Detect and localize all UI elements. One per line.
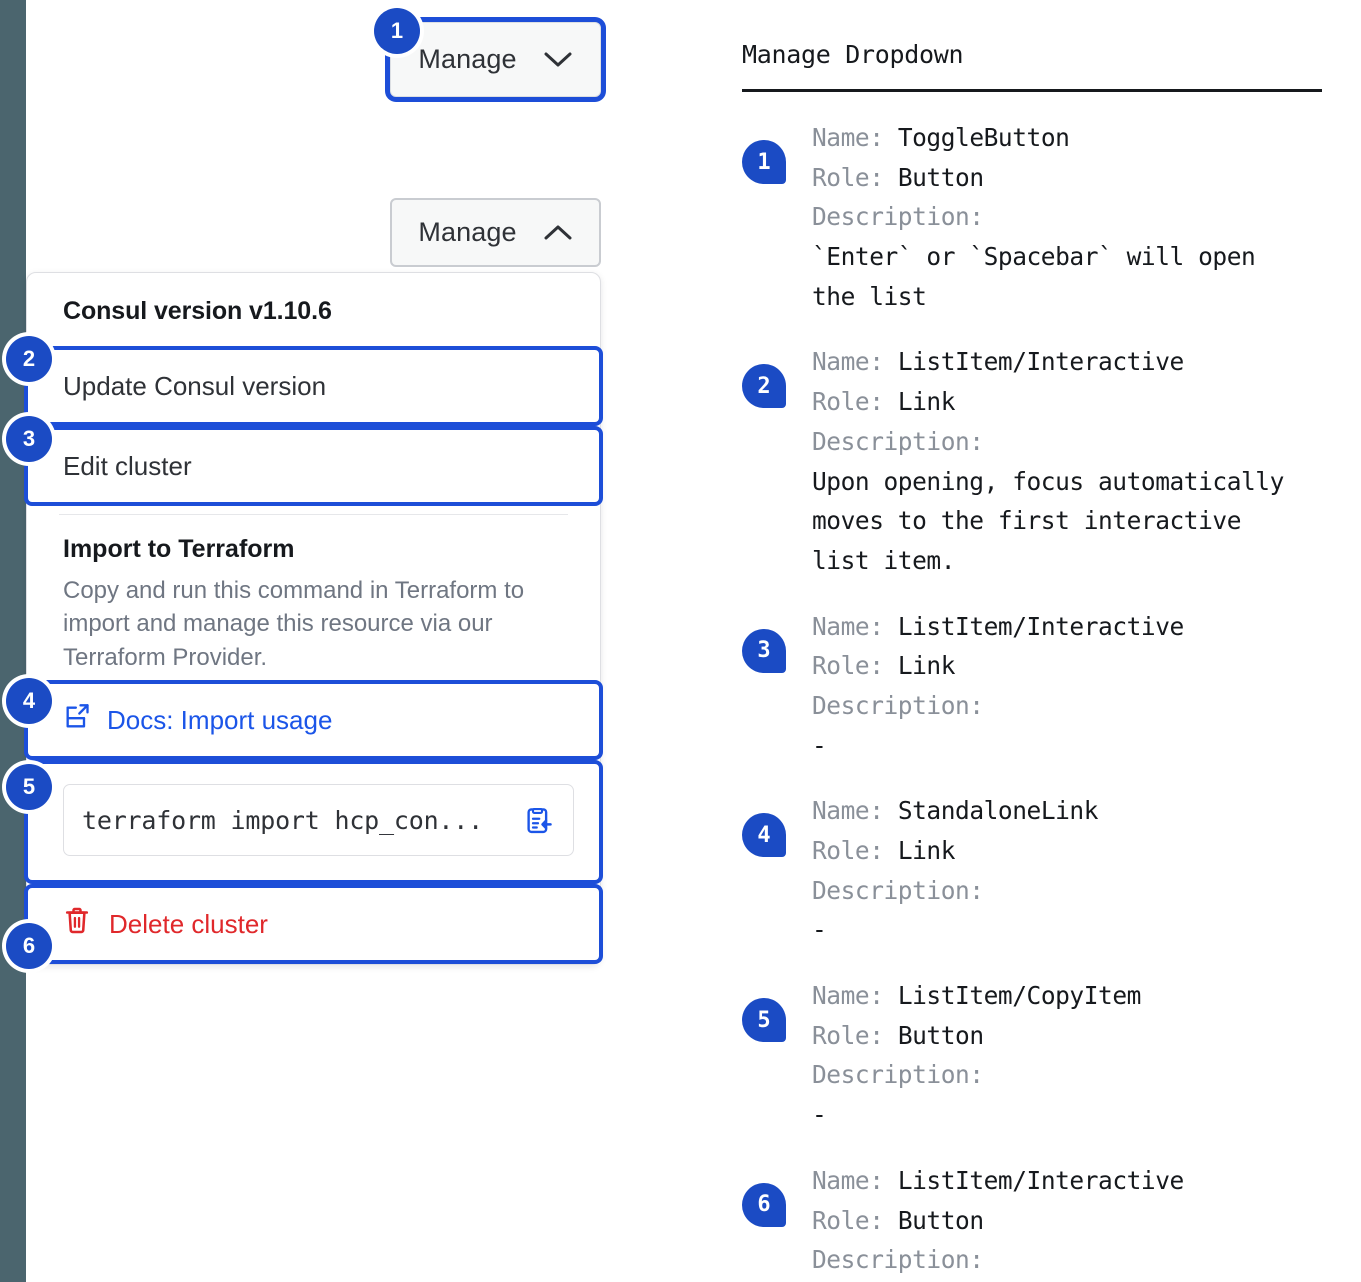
component-mock-pane: Manage Manage Consul version v1.10.6 Upd…	[6, 8, 603, 969]
step-marker-2: 2	[6, 336, 52, 382]
legend-entry: 4 Name: StandaloneLink Role: Link Descri…	[742, 791, 1322, 950]
step-marker-3: 3	[6, 416, 52, 462]
legend-key-name: Name:	[812, 347, 884, 377]
step-marker-4: 4	[6, 678, 52, 724]
legend-entry: 1 Name: ToggleButton Role: Button Descri…	[742, 118, 1322, 316]
chevron-up-icon	[543, 224, 573, 242]
legend-value-name: ToggleButton	[897, 123, 1070, 152]
menu-item-delete-cluster[interactable]: Delete cluster	[24, 884, 603, 965]
legend-key-name: Name:	[812, 981, 884, 1011]
legend-key-role: Role:	[812, 651, 884, 681]
menu-item-update-consul-version[interactable]: Update Consul version	[24, 346, 603, 426]
manage-toggle-button-collapsed[interactable]: Manage	[390, 22, 601, 97]
menu-item-edit-cluster[interactable]: Edit cluster	[24, 426, 603, 506]
legend-value-role: Button	[897, 162, 984, 192]
legend-key-description: Description:	[812, 875, 984, 905]
legend-key-description: Description:	[812, 202, 984, 232]
legend-value-name: StandaloneLink	[897, 796, 1099, 826]
menu-item-copy-terraform-command[interactable]: terraform import hcp_con...	[24, 760, 603, 885]
legend-value-role: Link	[897, 387, 956, 417]
legend-key-name: Name:	[812, 796, 884, 826]
legend-value-role: Link	[897, 651, 956, 681]
legend-value-name: ListItem/Interactive	[897, 347, 1184, 377]
legend-badge-6: 6	[742, 1182, 786, 1227]
legend-badge-4: 4	[742, 813, 786, 858]
legend-key-name: Name:	[812, 1165, 884, 1195]
menu-item-label: Edit cluster	[63, 450, 192, 481]
legend-entry: 2 Name: ListItem/Interactive Role: Link …	[742, 342, 1322, 580]
terraform-command-box[interactable]: terraform import hcp_con...	[63, 784, 574, 857]
legend-value-description: -	[812, 915, 827, 945]
step-marker-6: 6	[6, 923, 52, 969]
import-to-terraform-description: Copy and run this command in Terraform t…	[63, 577, 525, 671]
legend-badge-2: 2	[742, 364, 786, 409]
legend-entry: 5 Name: ListItem/CopyItem Role: Button D…	[742, 976, 1322, 1135]
legend-value-name: ListItem/Interactive	[897, 611, 1184, 641]
legend-key-role: Role:	[812, 162, 884, 192]
docs-link-label: Docs: Import usage	[107, 704, 333, 735]
menu-divider	[59, 514, 568, 515]
legend-value-name: ListItem/Interactive	[897, 1165, 1184, 1195]
menu-item-docs-import-usage[interactable]: Docs: Import usage	[24, 680, 603, 761]
legend-key-role: Role:	[812, 387, 884, 417]
legend-key-role: Role:	[812, 836, 884, 865]
legend-key-role: Role:	[812, 1020, 884, 1050]
legend-value-role: Button	[897, 1020, 984, 1050]
legend-value-description: -	[812, 730, 827, 760]
legend-value-description: -	[812, 1100, 827, 1130]
legend-value-description: `Enter` or `Spacebar` will open the list	[812, 242, 1256, 311]
import-to-terraform-title: Import to Terraform	[63, 535, 295, 563]
legend-key-description: Description:	[812, 426, 984, 456]
legend-badge-5: 5	[742, 998, 786, 1043]
legend-key-name: Name:	[812, 611, 884, 641]
manage-toggle-expanded-label: Manage	[418, 217, 517, 247]
step-marker-5: 5	[6, 764, 52, 810]
legend-key-description: Description:	[812, 1060, 984, 1090]
legend-entry: 3 Name: ListItem/Interactive Role: Link …	[742, 607, 1322, 766]
legend-badge-3: 3	[742, 628, 786, 673]
legend-value-role: Button	[897, 1205, 984, 1235]
legend-value-name: ListItem/CopyItem	[897, 981, 1142, 1011]
legend-rule	[742, 89, 1322, 92]
clipboard-copy-icon[interactable]	[523, 805, 553, 835]
legend-title: Manage Dropdown	[742, 40, 964, 69]
manage-toggle-button-expanded[interactable]: Manage	[390, 198, 601, 267]
legend-pane: Manage Dropdown 1 Name: ToggleButton Rol…	[742, 40, 1322, 1282]
legend-value-description: Upon opening, focus automatically moves …	[812, 466, 1284, 575]
delete-cluster-label: Delete cluster	[109, 908, 268, 939]
legend-entry: 6 Name: ListItem/Interactive Role: Butto…	[742, 1161, 1322, 1282]
step-marker-1: 1	[374, 8, 420, 54]
legend-value-role: Link	[897, 836, 956, 865]
consul-version-header: Consul version v1.10.6	[63, 297, 332, 325]
trash-icon	[63, 906, 91, 943]
menu-item-label: Update Consul version	[63, 370, 327, 401]
external-docs-icon	[63, 703, 91, 738]
terraform-command-text: terraform import hcp_con...	[82, 805, 483, 835]
left-sidebar-rail	[0, 0, 26, 1282]
legend-key-name: Name:	[812, 123, 884, 152]
manage-toggle-label: Manage	[418, 44, 517, 74]
chevron-down-icon	[543, 51, 573, 69]
legend-entry-list: 1 Name: ToggleButton Role: Button Descri…	[742, 118, 1322, 1282]
legend-badge-1: 1	[742, 140, 786, 184]
legend-key-description: Description:	[812, 1245, 984, 1275]
legend-key-description: Description:	[812, 690, 984, 720]
manage-dropdown-panel: Consul version v1.10.6 Update Consul ver…	[24, 272, 603, 966]
legend-key-role: Role:	[812, 1205, 884, 1235]
